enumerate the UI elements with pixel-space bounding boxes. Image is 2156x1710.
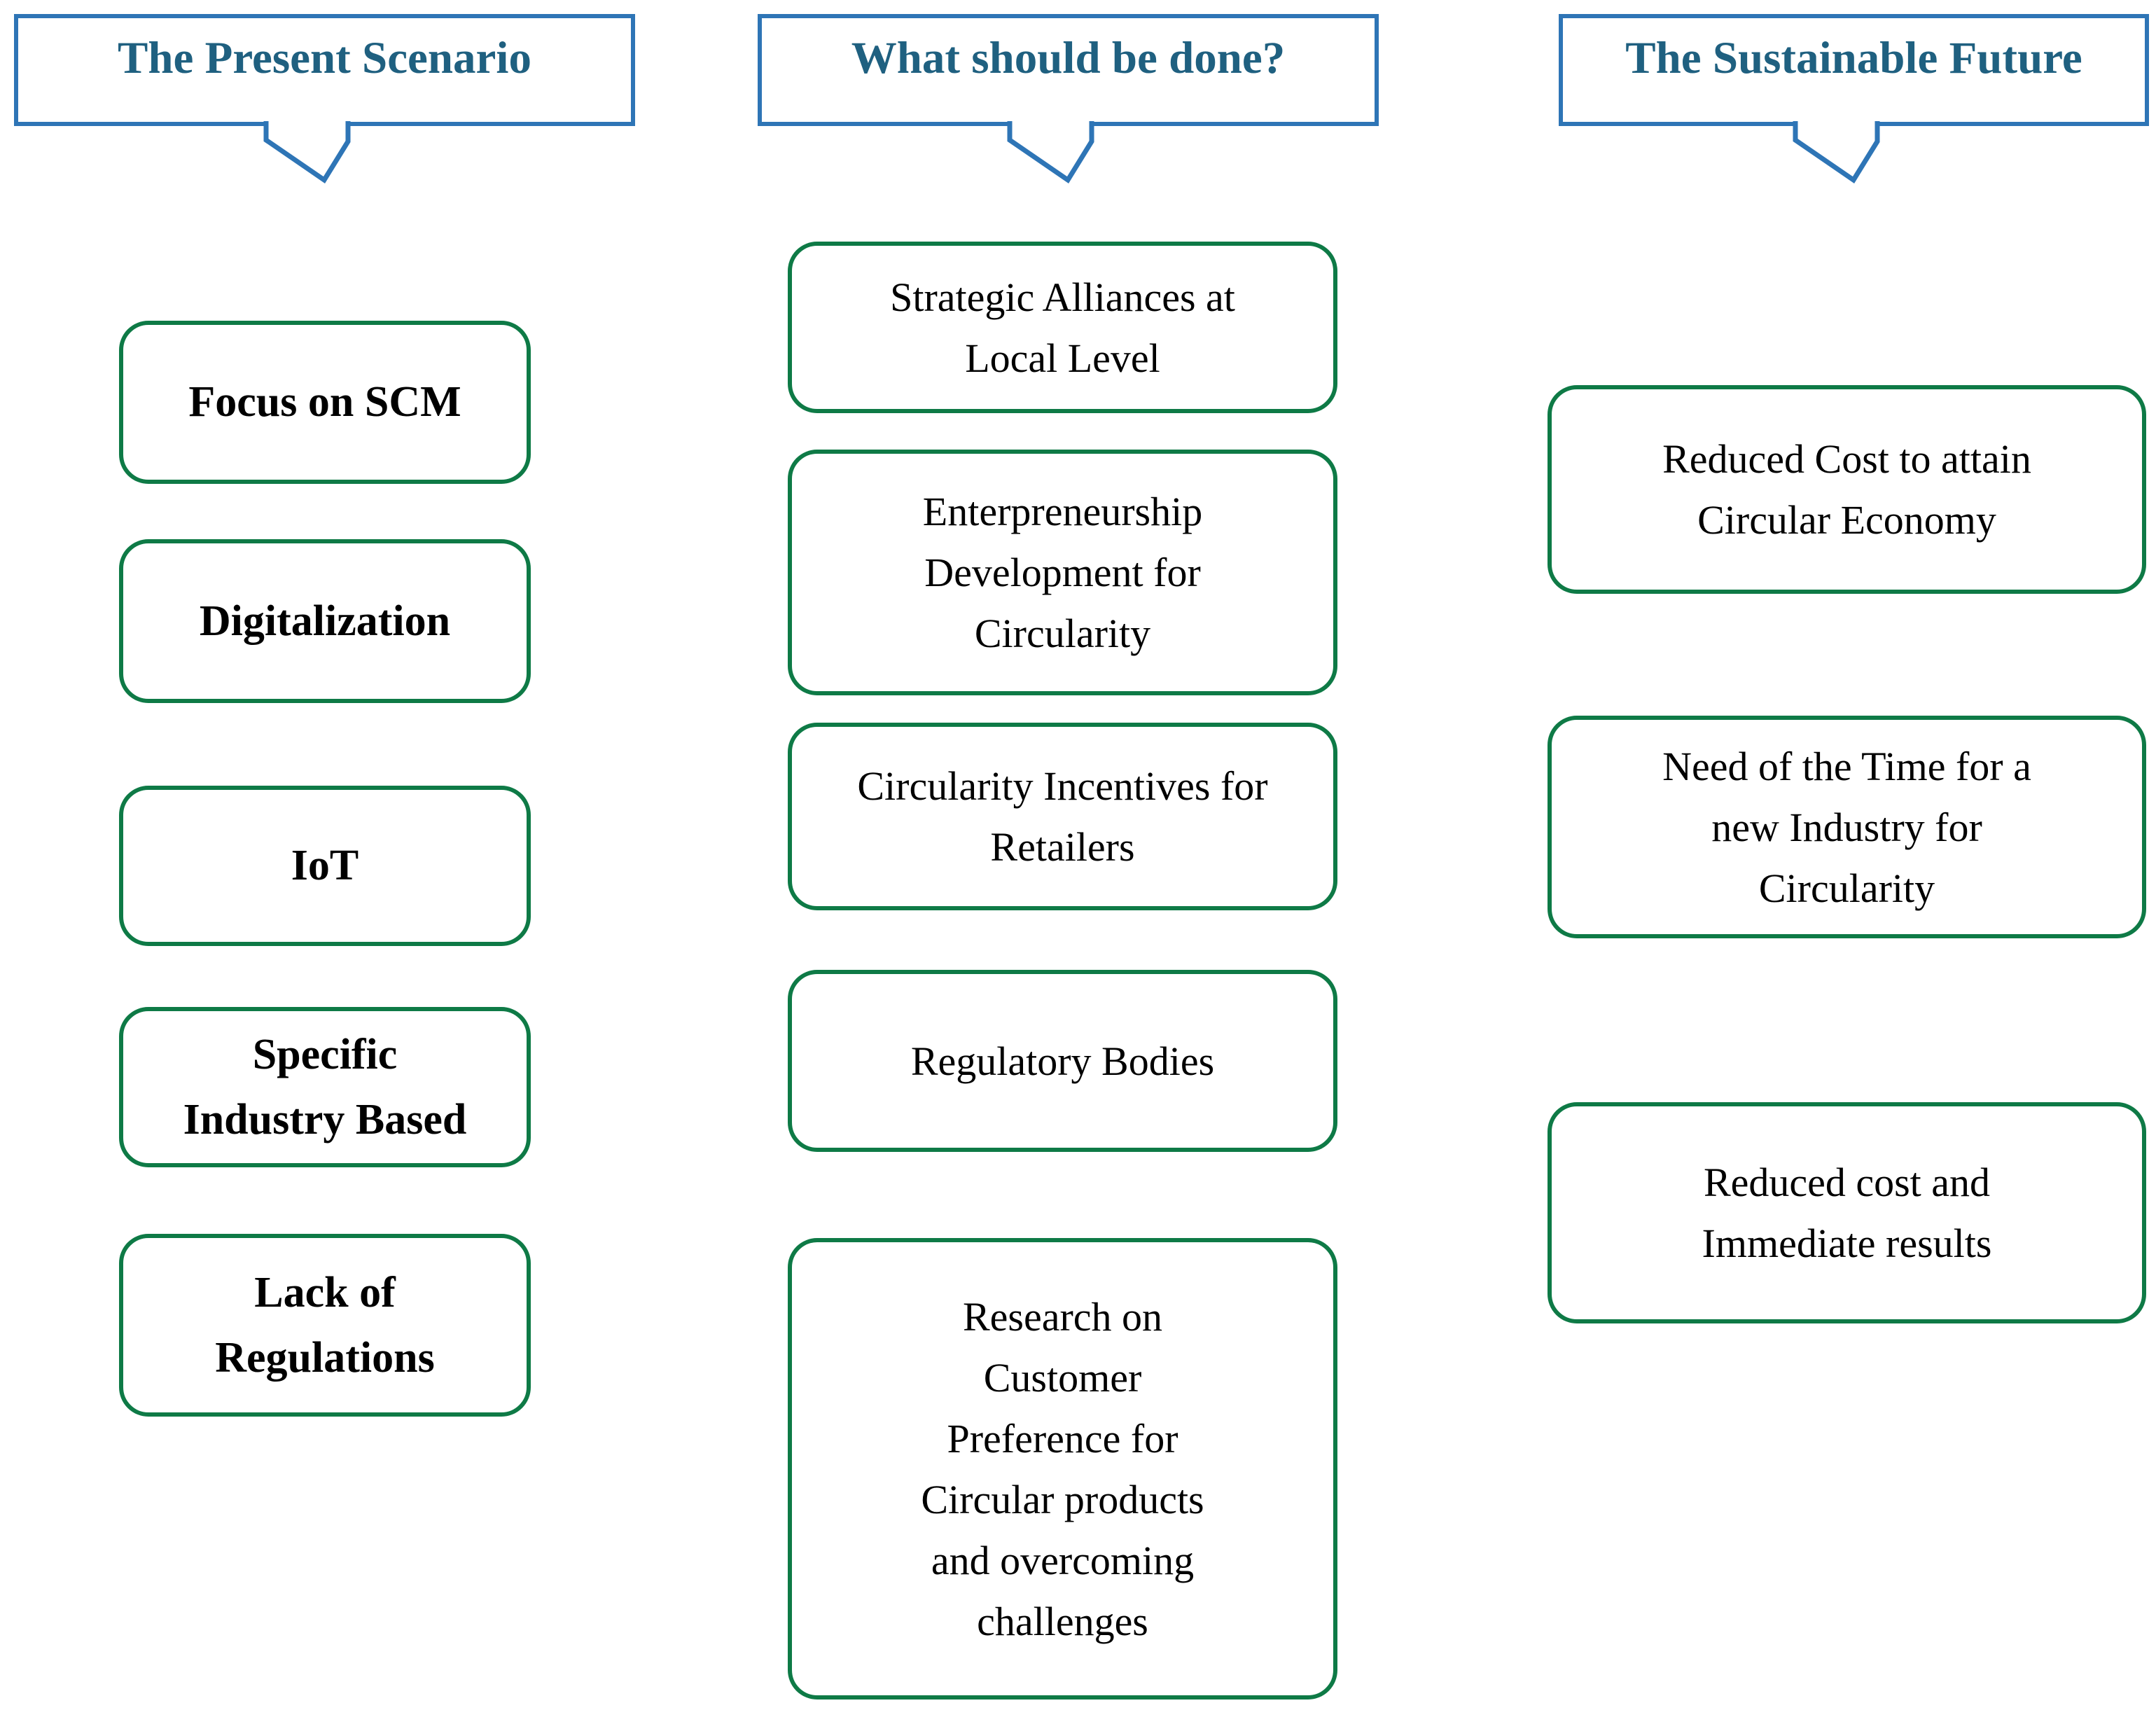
box-label: Reduced Cost to attain Circular Economy [1662, 436, 2031, 543]
box-focus-on-scm: Focus on SCM [119, 321, 531, 484]
column-header-present-scenario: The Present Scenario [14, 14, 635, 126]
header-label: The Sustainable Future [1625, 32, 2082, 83]
box-label: Digitalization [199, 597, 451, 645]
header-label: The Present Scenario [118, 32, 531, 83]
box-label: Reduced cost and Immediate results [1702, 1160, 1992, 1266]
box-label: Research on Customer Preference for Circ… [921, 1293, 1204, 1644]
box-label: Regulatory Bodies [910, 1038, 1215, 1084]
box-label: Strategic Alliances at Local Level [890, 274, 1235, 381]
box-label: Enterpreneurship Development for Circula… [922, 489, 1203, 656]
box-label: Specific Industry Based [183, 1030, 467, 1144]
box-research-customer-preference: Research on Customer Preference for Circ… [788, 1238, 1337, 1699]
down-arrow-icon [263, 121, 351, 183]
box-label: Circularity Incentives for Retailers [857, 763, 1268, 870]
box-label: Focus on SCM [188, 378, 461, 426]
header-label: What should be done? [851, 32, 1286, 83]
box-circularity-incentives: Circularity Incentives for Retailers [788, 723, 1337, 910]
box-digitalization: Digitalization [119, 539, 531, 703]
box-reduced-cost-immediate-results: Reduced cost and Immediate results [1548, 1102, 2146, 1323]
box-label: Lack of Regulations [215, 1268, 435, 1382]
box-regulatory-bodies: Regulatory Bodies [788, 970, 1337, 1152]
box-iot: IoT [119, 786, 531, 946]
box-entrepreneurship-development: Enterpreneurship Development for Circula… [788, 450, 1337, 695]
column-header-what-should-be-done: What should be done? [758, 14, 1379, 126]
box-need-new-industry: Need of the Time for a new Industry for … [1548, 716, 2146, 938]
box-label: IoT [291, 842, 359, 889]
box-specific-industry-based: Specific Industry Based [119, 1007, 531, 1167]
box-label: Need of the Time for a new Industry for … [1662, 743, 2031, 911]
box-reduced-cost-circular-economy: Reduced Cost to attain Circular Economy [1548, 385, 2146, 594]
down-arrow-icon [1793, 121, 1880, 183]
box-lack-of-regulations: Lack of Regulations [119, 1234, 531, 1417]
down-arrow-icon [1007, 121, 1094, 183]
column-header-sustainable-future: The Sustainable Future [1559, 14, 2149, 126]
box-strategic-alliances: Strategic Alliances at Local Level [788, 242, 1337, 413]
